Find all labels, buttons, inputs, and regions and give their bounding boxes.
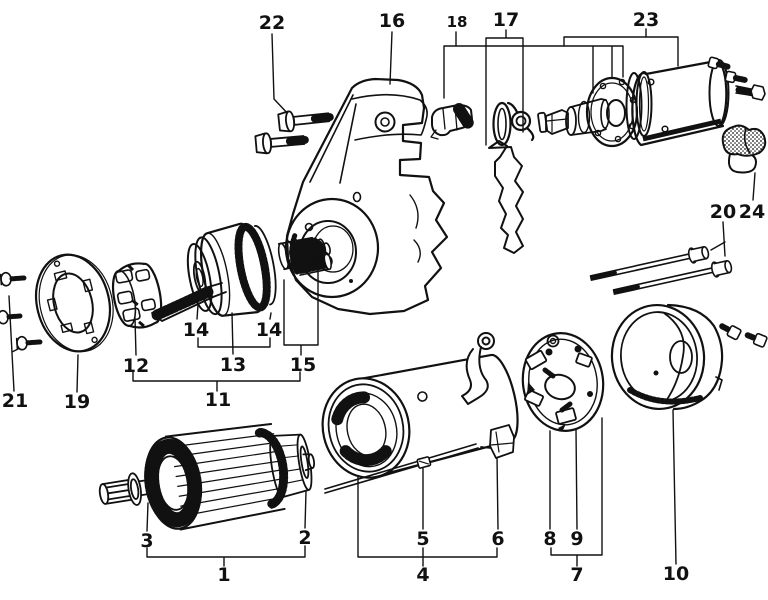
helical-drive-shaft — [151, 282, 227, 322]
brush-holder-7 — [521, 332, 605, 432]
shift-fork-17 — [488, 140, 524, 254]
callout-1: 1 — [217, 564, 230, 586]
callout-12: 12 — [123, 355, 149, 377]
bracket-7 — [550, 417, 603, 567]
solenoid-plunger — [537, 98, 610, 136]
brush — [524, 389, 544, 407]
brush-spring — [559, 401, 573, 413]
solenoid-body — [631, 56, 766, 147]
callout-9: 9 — [570, 528, 583, 550]
callout-13: 13 — [220, 354, 246, 376]
field-coil — [331, 391, 372, 426]
terminal-bolt — [724, 70, 748, 84]
pivot-bracket-18 — [430, 103, 474, 140]
leader-12 — [134, 317, 137, 356]
field-strap — [461, 332, 495, 405]
leader-lines — [8, 28, 756, 567]
callout-24: 24 — [739, 201, 765, 223]
callout-labels: 22 16 18 17 23 20 24 21 19 12 14 14 13 1… — [2, 9, 765, 586]
bracket-4 — [357, 467, 498, 567]
bracket-15 — [283, 267, 319, 356]
armature-assembly-1 — [98, 422, 316, 531]
leader-16 — [389, 31, 393, 85]
bracket-1 — [146, 545, 306, 567]
field-coil — [339, 445, 392, 467]
yoke-screw — [417, 391, 428, 402]
brush-spring — [542, 367, 556, 379]
cap-screw — [719, 323, 742, 341]
leader-6 — [496, 455, 499, 530]
mounting-bolts-21 — [0, 271, 43, 351]
callout-14a: 14 — [183, 319, 209, 341]
callout-11: 11 — [205, 389, 231, 411]
yoke-assembly-4 — [321, 332, 519, 494]
leader-22 — [271, 33, 291, 117]
lead-connector-6 — [480, 424, 515, 459]
ring-gear-teeth — [234, 222, 271, 312]
pivot-bore — [374, 111, 396, 133]
housing-bolts-22 — [254, 110, 334, 155]
callout-7: 7 — [570, 564, 583, 586]
screw-head — [574, 345, 582, 353]
leader-3 — [146, 502, 149, 532]
callout-4: 4 — [416, 564, 429, 586]
leader-2 — [304, 490, 307, 529]
leader-24 — [752, 172, 756, 201]
mounting-ear-hole — [546, 334, 560, 348]
grommet-24 — [721, 124, 767, 174]
callout-8: 8 — [543, 528, 556, 550]
leader-20 — [710, 221, 726, 257]
callout-14b: 14 — [256, 319, 282, 341]
leader-23-bracket — [563, 28, 679, 67]
callout-15: 15 — [290, 354, 316, 376]
callout-2: 2 — [298, 527, 311, 549]
brush-lead-5 — [324, 443, 479, 494]
armature-shaft-3 — [98, 472, 150, 506]
screw-head — [587, 391, 593, 397]
callout-5: 5 — [416, 528, 429, 550]
leader-17-bracket — [485, 29, 524, 146]
brush — [575, 352, 593, 368]
leader-9 — [575, 428, 578, 530]
engagement-spring-17 — [492, 101, 535, 147]
clutch-drum-13 — [186, 222, 277, 317]
dust-cover-19 — [35, 253, 114, 353]
through-bolts-20 — [589, 245, 733, 295]
leader-14-pair — [196, 304, 272, 320]
stop-collar-15 — [277, 236, 331, 271]
screw-head — [545, 348, 553, 356]
callout-10: 10 — [663, 563, 689, 585]
clutch-sleeve-12 — [111, 262, 163, 329]
armature-core — [164, 422, 289, 531]
callout-22: 22 — [259, 12, 285, 34]
terminal-bolt — [707, 56, 731, 70]
leader-19 — [76, 354, 79, 393]
end-cap-10 — [610, 303, 768, 411]
brush-8 — [524, 349, 548, 371]
bracket-11 — [132, 371, 301, 392]
callout-16: 16 — [379, 10, 405, 32]
callout-6: 6 — [491, 528, 504, 550]
callout-17: 17 — [493, 9, 519, 31]
callout-23: 23 — [633, 9, 659, 31]
shaft-tip-in-bore — [293, 251, 333, 276]
bearing-ring-14 — [186, 243, 213, 312]
snap-ring — [322, 242, 331, 256]
leader-10 — [672, 409, 677, 565]
callout-3: 3 — [140, 530, 153, 552]
leader-18-23-rail — [443, 45, 624, 99]
battery-stud — [735, 84, 766, 101]
solenoid-assembly-23 — [537, 56, 766, 148]
leader-13 — [231, 312, 234, 355]
callout-21: 21 — [2, 390, 28, 412]
callout-20: 20 — [710, 201, 736, 223]
callout-18: 18 — [447, 13, 468, 31]
cap-screw — [744, 332, 768, 348]
callout-19: 19 — [64, 391, 90, 413]
bracket-14 — [197, 337, 271, 348]
commutator-2 — [269, 433, 316, 498]
